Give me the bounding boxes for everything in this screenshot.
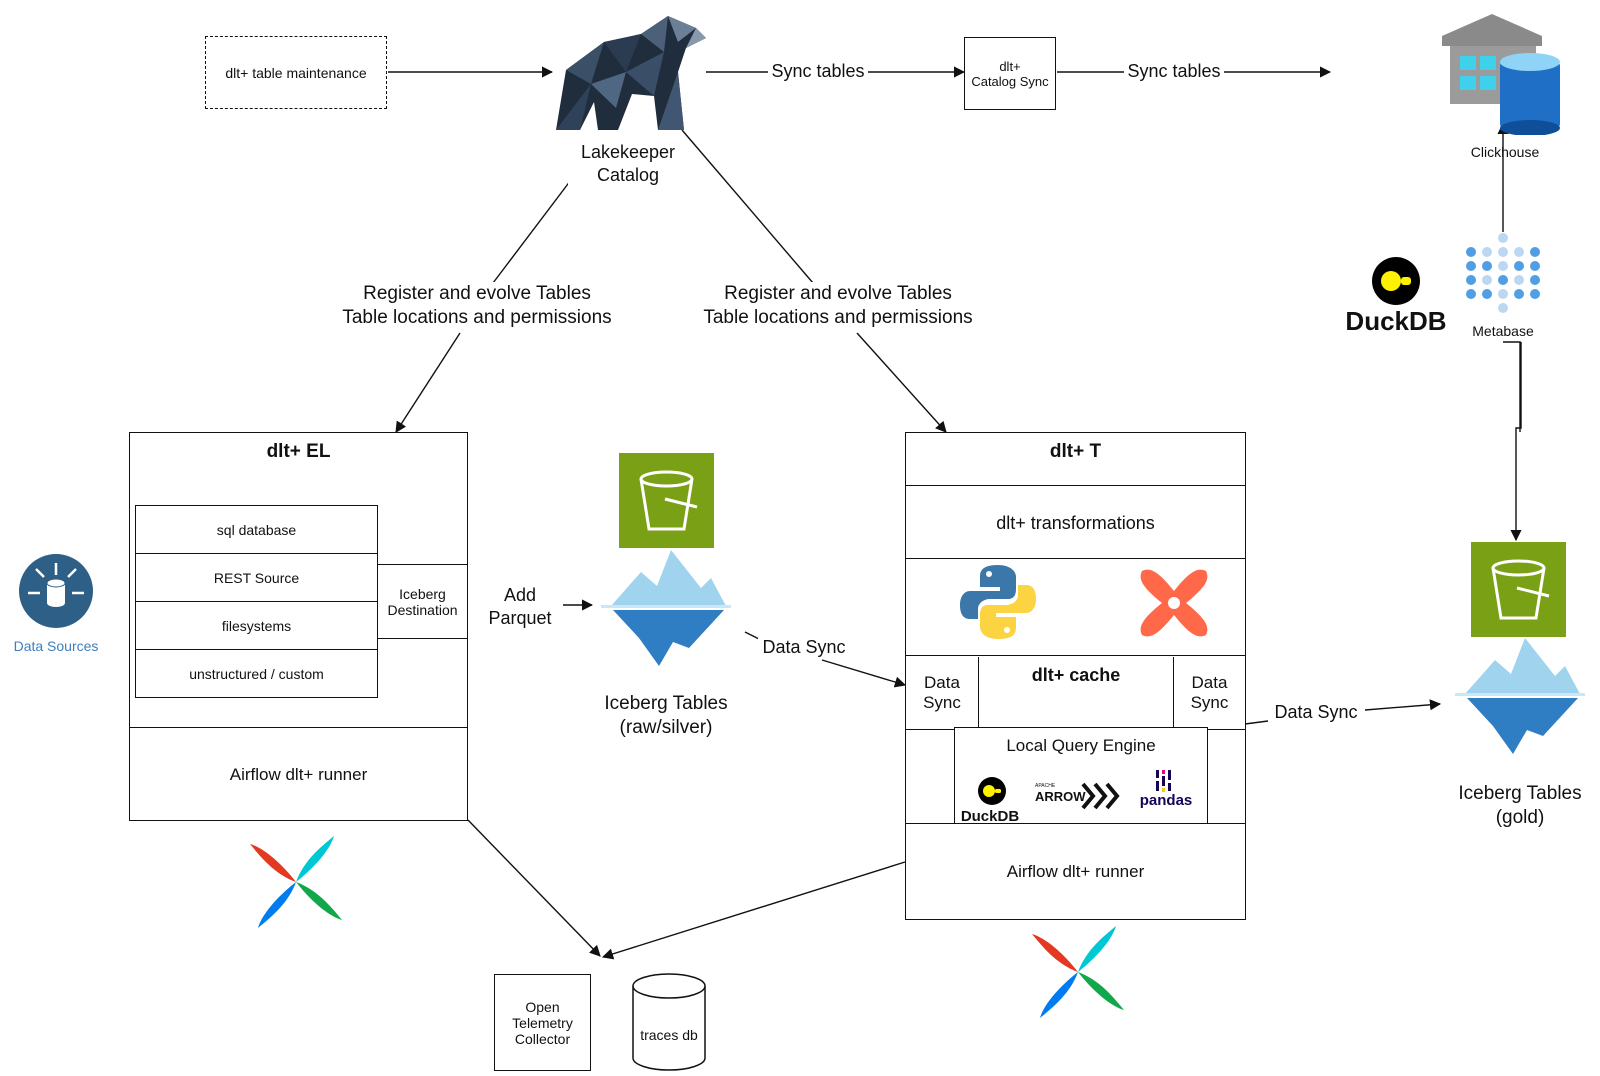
airflow-logo-icon	[250, 836, 342, 928]
pandas-engine-label: pandas	[1139, 792, 1193, 809]
metabase-label: Metabase	[1472, 323, 1534, 339]
traces-db-label: traces db	[640, 1027, 698, 1043]
line-lakekeeper-to-register-left	[492, 167, 581, 284]
arrow-engine-label: ARROW	[1035, 789, 1086, 804]
arrow-data-sync-right-to-gold	[1364, 699, 1442, 711]
source-sql-database[interactable]: sql database	[135, 505, 378, 554]
duckdb-engine-icon	[978, 777, 1006, 805]
arrow-gold-metabase-clickhouse	[1503, 341, 1521, 432]
register-label-right: Register and evolve Tables Table locatio…	[688, 282, 988, 330]
sync-tables-label-right: Sync tables	[1124, 60, 1224, 83]
t-divider-5	[1203, 729, 1245, 730]
arrow-data-sync-to-t	[821, 659, 907, 688]
table-maintenance-box[interactable]: dlt+ table maintenance	[205, 36, 387, 109]
local-query-engine[interactable]: Local Query Engine DuckDB APACHE ARROW p…	[954, 727, 1208, 825]
t-divider-3	[906, 655, 1245, 656]
arrow-register-left-to-el	[395, 332, 461, 433]
line-t-to-data-sync-right	[1244, 720, 1269, 725]
clickhouse-label: Clickhouse	[1470, 144, 1540, 160]
t-divider-4	[906, 729, 956, 730]
t-divider-1	[906, 485, 1245, 486]
dlt-cache-label: dlt+ cache	[1031, 665, 1121, 685]
dlt-t-runner: Airflow dlt+ runner	[1006, 862, 1145, 881]
lakekeeper-label: Lakekeeper Catalog	[568, 141, 688, 186]
otel-collector-box[interactable]: Open Telemetry Collector	[494, 974, 591, 1071]
t-data-sync-left: Data Sync	[906, 657, 979, 729]
dlt-t-box[interactable]: dlt+ T dlt+ transformations Data Sync dl…	[905, 432, 1246, 920]
dlt-transformations[interactable]: dlt+ transformations	[996, 512, 1155, 533]
iceberg-icon-gold	[1455, 638, 1585, 754]
iceberg-raw-label: Iceberg Tables (raw/silver)	[586, 692, 746, 740]
sync-tables-label-left: Sync tables	[768, 60, 868, 83]
catalog-sync-box[interactable]: dlt+ Catalog Sync	[964, 37, 1056, 110]
data-sync-label-right: Data Sync	[1268, 701, 1364, 724]
dlt-el-runner: Airflow dlt+ runner	[229, 765, 368, 784]
data-sources-icon	[19, 554, 93, 628]
duckdb-logo-label: DuckDB	[1345, 306, 1447, 336]
s3-bucket-icon-raw	[619, 453, 714, 548]
s3-bucket-icon-gold	[1471, 542, 1566, 637]
table-maintenance-label: dlt+ table maintenance	[225, 64, 367, 81]
dlt-el-title: dlt+ EL	[266, 441, 331, 462]
arrow-el-to-otel	[467, 819, 601, 957]
data-sources-label: Data Sources	[6, 638, 106, 656]
source-filesystems[interactable]: filesystems	[135, 601, 378, 650]
source-unstructured[interactable]: unstructured / custom	[135, 649, 378, 698]
duckdb-engine-label: DuckDB	[960, 808, 1020, 825]
pandas-icon	[1156, 770, 1171, 792]
traces-db-icon	[632, 973, 706, 1071]
iceberg-gold-label: Iceberg Tables (gold)	[1440, 782, 1600, 830]
dlt-el-runner-divider	[130, 727, 467, 728]
python-logo-icon	[960, 565, 1036, 639]
dlt-t-title: dlt+ T	[1049, 441, 1102, 462]
arrow-engine-small: APACHE	[1035, 783, 1056, 789]
arrow-t-runner-to-otel	[601, 861, 906, 960]
dbt-logo-icon	[1140, 569, 1208, 637]
data-sync-label-mid: Data Sync	[758, 636, 850, 659]
iceberg-destination[interactable]: Iceberg Destination	[377, 564, 468, 639]
airflow-logo-icon-right	[1032, 926, 1124, 1018]
source-rest[interactable]: REST Source	[135, 553, 378, 602]
t-data-sync-right: Data Sync	[1173, 657, 1245, 729]
arrow-register-right-to-t	[856, 332, 947, 433]
local-query-engine-title: Local Query Engine	[1006, 736, 1156, 755]
register-label-left: Register and evolve Tables Table locatio…	[327, 282, 627, 330]
lakekeeper-bear-logo	[556, 16, 706, 130]
arrow-metabase-to-gold	[1510, 342, 1522, 542]
iceberg-icon-raw	[601, 550, 731, 666]
clickhouse-warehouse-icon	[1442, 14, 1560, 135]
duckdb-logo-icon	[1372, 257, 1420, 305]
add-parquet-label: Add Parquet	[477, 584, 563, 629]
metabase-icon	[1466, 233, 1540, 313]
t-divider-2	[906, 558, 1245, 559]
arrow-chevrons-icon	[1081, 782, 1120, 810]
line-lakekeeper-to-register-right	[681, 129, 814, 284]
